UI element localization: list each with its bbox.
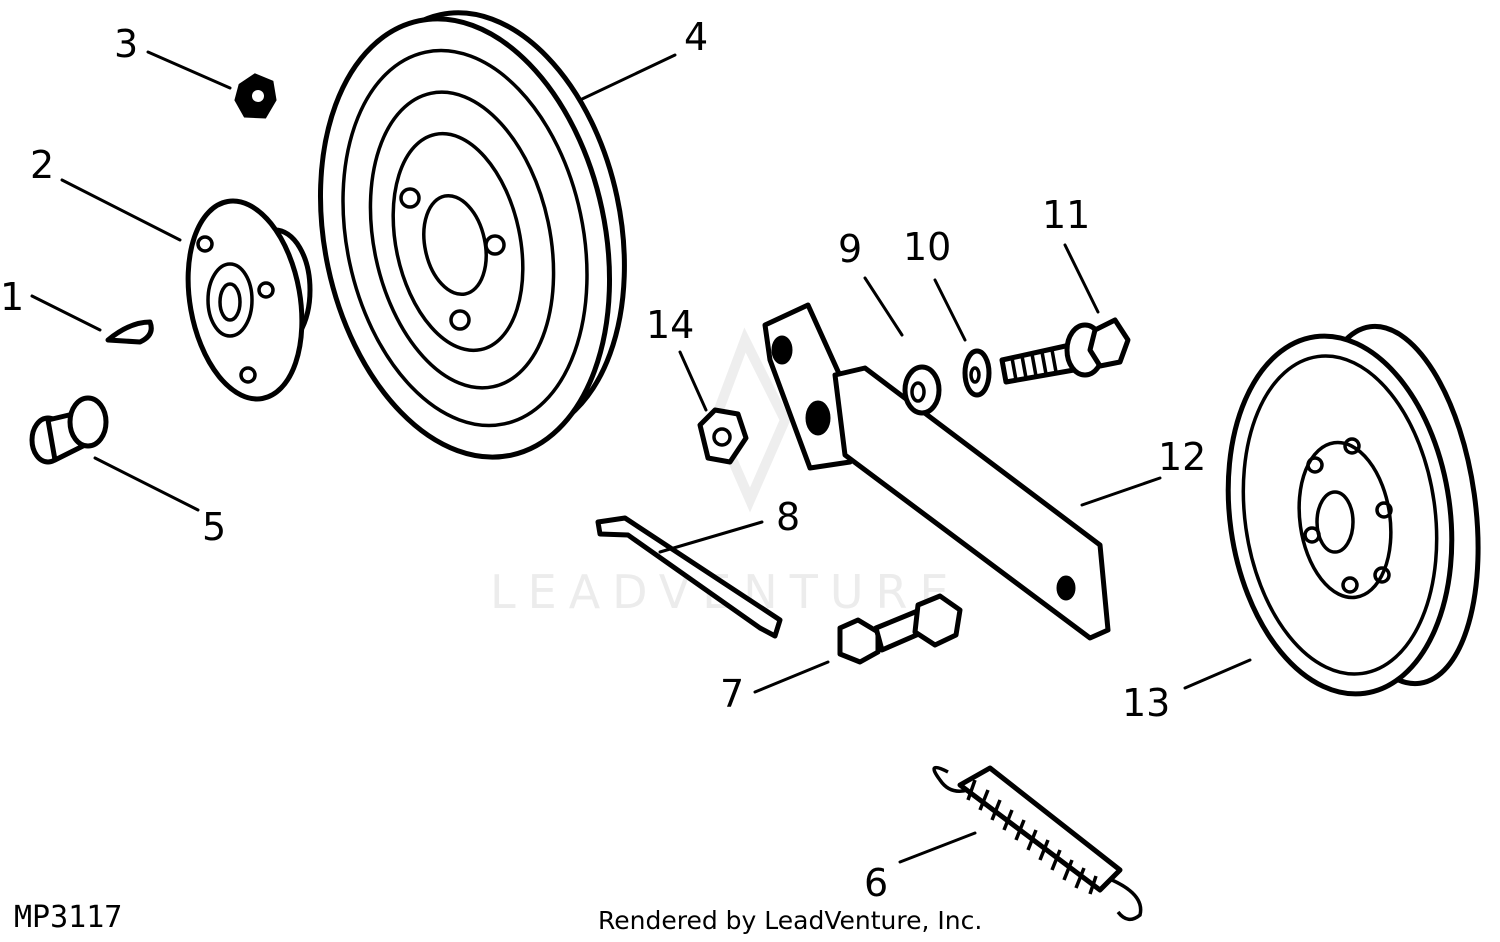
nut-3 (234, 73, 277, 119)
diagram-code: MP3117 (14, 900, 123, 935)
woodruff-key (105, 319, 154, 345)
callout-6: 6 (864, 861, 888, 905)
hub (185, 198, 313, 402)
callout-7: 7 (720, 672, 744, 716)
callout-2: 2 (30, 143, 54, 187)
leader-1 (30, 294, 102, 332)
leader-10 (933, 278, 967, 342)
leader-11 (1063, 243, 1100, 314)
callout-13: 13 (1122, 681, 1170, 725)
callout-3: 3 (114, 22, 138, 66)
leader-14 (678, 350, 708, 412)
leader-7 (753, 660, 830, 694)
large-pulley (317, 10, 627, 460)
leader-lines (30, 50, 1252, 864)
callout-1: 1 (0, 275, 24, 319)
callout-numbers: 1 2 3 4 5 6 7 8 9 10 11 12 13 14 (0, 15, 1206, 905)
spring-6 (932, 765, 1143, 922)
render-credit: Rendered by LeadVenture, Inc. (598, 906, 983, 935)
callout-4: 4 (684, 15, 708, 59)
leader-6 (898, 831, 977, 864)
bolt-11 (999, 317, 1131, 385)
nut-14 (697, 407, 749, 465)
idler-arm (762, 302, 1111, 641)
leader-8 (658, 520, 764, 554)
leader-9 (863, 276, 904, 337)
rod-8 (595, 515, 783, 639)
callout-11: 11 (1042, 193, 1090, 237)
idler-pulley (1225, 323, 1481, 697)
callout-8: 8 (776, 495, 800, 539)
leader-4 (578, 53, 677, 102)
callout-9: 9 (838, 227, 862, 271)
bolt-5 (29, 395, 109, 465)
spacer-9 (902, 364, 942, 416)
leader-2 (60, 178, 182, 242)
callout-12: 12 (1158, 435, 1206, 479)
leader-3 (146, 50, 232, 90)
washer-10 (962, 348, 992, 398)
leader-13 (1183, 658, 1252, 690)
callout-5: 5 (202, 505, 226, 549)
leader-5 (93, 456, 200, 512)
leader-12 (1080, 476, 1162, 507)
callout-10: 10 (903, 225, 951, 269)
bolt-7 (837, 593, 963, 665)
callout-14: 14 (646, 303, 694, 347)
